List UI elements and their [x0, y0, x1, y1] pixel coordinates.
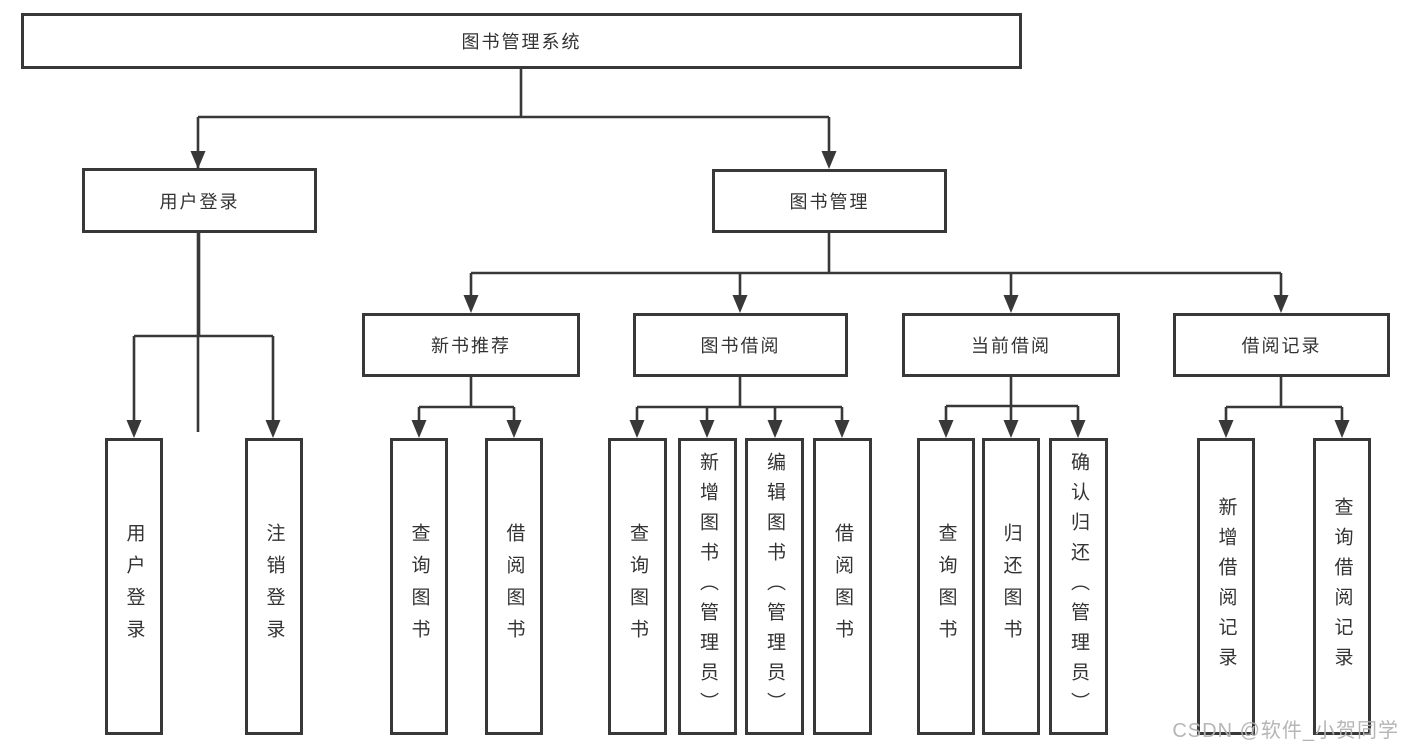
leaf-user-login: 用户登录	[105, 438, 163, 735]
leaf-current-query-label: 查询图书	[935, 522, 957, 651]
leaf-current-confirm-admin-label: 确认归还（管理员）	[1068, 451, 1089, 722]
leaf-logout-label: 注销登录	[263, 522, 285, 651]
node-book-management-label: 图书管理	[789, 192, 870, 212]
leaf-record-add: 新增借阅记录	[1197, 438, 1255, 735]
leaf-newbook-query-label: 查询图书	[408, 522, 430, 651]
edge-records-split	[1224, 377, 1344, 431]
leaf-borrow-query-label: 查询图书	[627, 522, 648, 651]
leaf-current-return-label: 归还图书	[1000, 522, 1022, 651]
leaf-borrow-edit-admin: 编辑图书（管理员）	[745, 438, 804, 735]
edge-borrow-split	[635, 377, 844, 431]
node-root-label: 图书管理系统	[461, 32, 582, 52]
leaf-user-login-label: 用户登录	[123, 522, 145, 651]
node-book-management: 图书管理	[712, 169, 947, 233]
edge-userlogin-split	[132, 233, 275, 431]
leaf-borrow-add-admin-label: 新增图书（管理员）	[697, 451, 718, 722]
edge-newbook-split	[417, 377, 516, 431]
node-current-borrow: 当前借阅	[902, 313, 1120, 377]
node-borrow-records-label: 借阅记录	[1241, 336, 1322, 356]
node-user-login: 用户登录	[82, 168, 317, 233]
node-book-borrow-label: 图书借阅	[700, 336, 781, 356]
leaf-borrow-edit-admin-label: 编辑图书（管理员）	[764, 451, 785, 722]
leaf-newbook-borrow: 借阅图书	[485, 438, 543, 735]
node-new-book-recommend: 新书推荐	[362, 313, 580, 377]
leaf-borrow-book: 借阅图书	[813, 438, 872, 735]
node-new-book-recommend-label: 新书推荐	[431, 336, 511, 356]
leaf-current-return: 归还图书	[982, 438, 1040, 735]
edge-bookmgmt-split	[469, 233, 1283, 306]
leaf-borrow-book-label: 借阅图书	[832, 522, 853, 651]
leaf-newbook-query: 查询图书	[390, 438, 448, 735]
leaf-borrow-add-admin: 新增图书（管理员）	[678, 438, 737, 735]
leaf-current-query: 查询图书	[917, 438, 975, 735]
leaf-newbook-borrow-label: 借阅图书	[503, 522, 525, 651]
node-borrow-records: 借阅记录	[1173, 313, 1390, 377]
leaf-borrow-query: 查询图书	[608, 438, 667, 735]
leaf-record-add-label: 新增借阅记录	[1215, 496, 1237, 677]
arrowheads	[126, 151, 1350, 438]
node-book-borrow: 图书借阅	[633, 313, 848, 377]
node-current-borrow-label: 当前借阅	[971, 336, 1051, 356]
leaf-current-confirm-admin: 确认归还（管理员）	[1049, 438, 1108, 735]
edge-current-split	[944, 377, 1080, 431]
leaf-record-query-label: 查询借阅记录	[1331, 496, 1353, 677]
node-root: 图书管理系统	[21, 13, 1022, 69]
edge-root-split	[196, 69, 831, 432]
node-user-login-label: 用户登录	[159, 191, 240, 212]
leaf-logout: 注销登录	[245, 438, 303, 735]
leaf-record-query: 查询借阅记录	[1313, 438, 1371, 735]
csdn-watermark: CSDN @软件_小贺同学	[1172, 720, 1399, 742]
